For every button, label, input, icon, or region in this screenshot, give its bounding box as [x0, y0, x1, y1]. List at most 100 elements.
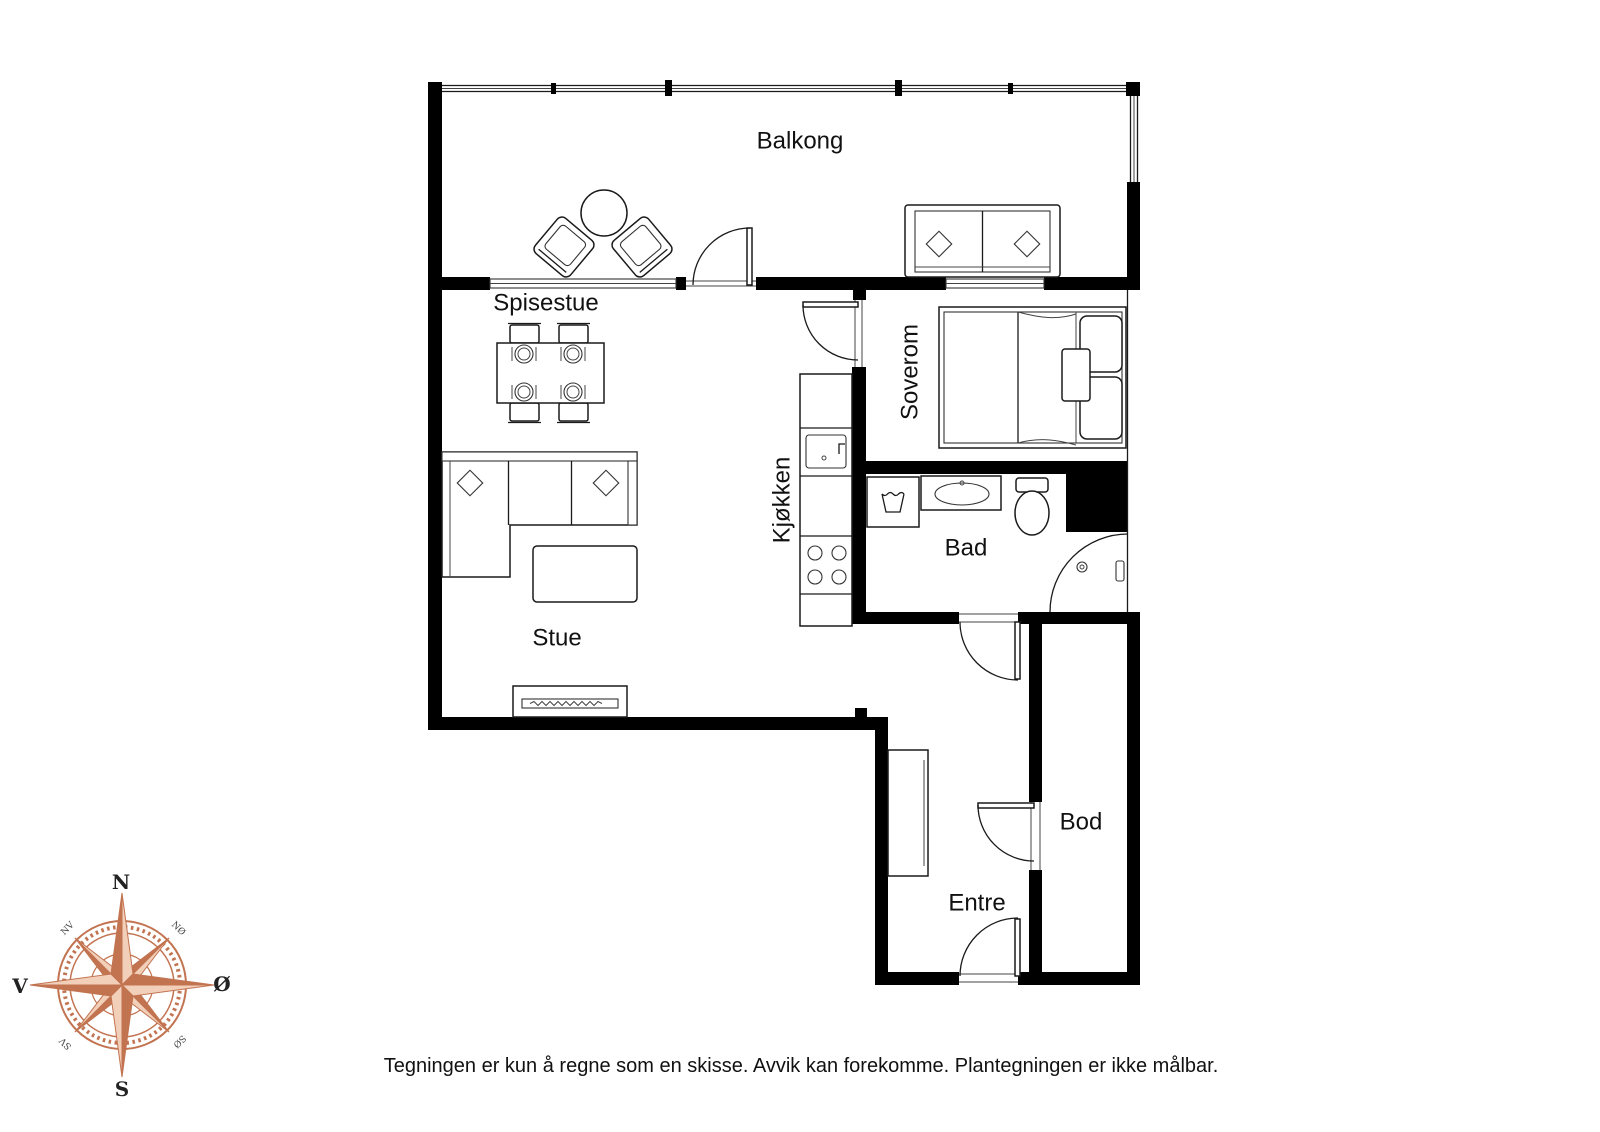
balcony-railing — [442, 80, 1139, 182]
entre-wardrobe — [887, 749, 929, 877]
door-leaf — [1014, 621, 1021, 680]
balcony-round-table — [580, 189, 628, 237]
sofa-pillow — [925, 230, 953, 258]
compass-label-southwest: SV — [58, 1035, 74, 1051]
railing-post — [1008, 83, 1013, 94]
room-label-entre: Entre — [948, 890, 1005, 917]
windows — [489, 278, 1045, 289]
stove — [807, 545, 847, 585]
sofa-armrest — [627, 460, 638, 526]
chair-seat — [558, 402, 589, 422]
chair-seat — [509, 324, 540, 344]
sofa-pillow — [592, 469, 620, 497]
chair-seat — [558, 324, 589, 344]
chair-seat — [509, 402, 540, 422]
chair-back — [538, 248, 567, 273]
wall-bathroom-bottom-left — [852, 612, 959, 624]
door-leaf — [1014, 918, 1021, 977]
sink-faucet — [959, 480, 965, 486]
dining-chair — [557, 402, 590, 424]
compass-point-e — [120, 973, 215, 986]
wall-living-bottom — [428, 717, 888, 730]
wardrobe — [887, 749, 929, 877]
footer-disclaimer: Tegningen er kun å regne som en skisse. … — [384, 1055, 1219, 1077]
door-bathroom — [959, 613, 1021, 681]
coffee-table — [532, 545, 638, 603]
compass-point-e — [120, 984, 215, 997]
sofa-pillow — [456, 469, 484, 497]
door-leaf — [746, 227, 753, 286]
washing-machine-body — [866, 476, 920, 528]
wall-bedroom-left-stub — [853, 288, 866, 300]
kitchen-sink — [805, 434, 847, 469]
wall-column — [855, 708, 867, 720]
double-bed — [938, 306, 1127, 449]
wall-entre-bottom-left — [875, 972, 959, 985]
toilet — [1014, 477, 1050, 536]
room-label-spisestue: Spisestue — [493, 290, 598, 317]
toilet-tank — [1015, 477, 1049, 493]
doors — [686, 227, 1041, 983]
shower-screen — [1049, 533, 1129, 613]
compass-label-northeast: NØ — [169, 919, 188, 938]
compass-rose-icon: N S V Ø NV NØ SØ SV — [11, 870, 230, 1101]
door-swing-arc — [802, 304, 859, 361]
door-swing-arc — [959, 621, 1019, 681]
wall-bedroom-kitchen — [852, 367, 866, 624]
wall-balcony-right-segment — [1044, 277, 1140, 290]
room-label-stue: Stue — [532, 625, 581, 652]
wall-left-outer — [428, 82, 442, 730]
shower-drain-inner — [1079, 564, 1085, 570]
compass-label-north: N — [112, 870, 130, 894]
walls — [428, 82, 1140, 985]
door-swing-arc — [959, 917, 1019, 977]
plate-inner — [566, 347, 580, 361]
plate-inner — [566, 385, 580, 399]
wall-bod-left-upper — [1029, 612, 1042, 802]
compass-label-south: S — [115, 1077, 129, 1101]
bathroom-sink — [920, 475, 1002, 511]
shower-tap — [1115, 560, 1125, 582]
compass-point-s — [110, 983, 123, 1078]
toilet-bowl — [1014, 490, 1050, 536]
living-room-furniture — [441, 451, 638, 718]
room-label-bad: Bad — [945, 535, 988, 562]
compass-label-east: Ø — [213, 972, 230, 996]
compass-label-west: V — [11, 974, 28, 998]
compass-point-n — [110, 892, 123, 987]
counter-outline — [799, 373, 853, 627]
sofa-pillow — [1013, 230, 1041, 258]
wall-right-balcony — [1127, 182, 1140, 290]
wall-entre-left — [875, 717, 888, 985]
railing-post — [895, 80, 902, 96]
room-labels: Balkong Spisestue Soverom Kjøkken Bad St… — [493, 128, 1102, 917]
sink-faucet — [838, 443, 845, 454]
compass-label-southeast: SØ — [171, 1033, 188, 1050]
door-swing-arc — [977, 804, 1035, 862]
wall-bod-left-lower — [1029, 870, 1042, 985]
bathroom-fixtures — [866, 475, 1129, 613]
railing-post — [551, 83, 556, 94]
stove-burner — [807, 569, 823, 585]
door-leaf — [802, 301, 859, 308]
balcony-furniture — [533, 189, 1061, 278]
room-label-kjokken: Kjøkken — [769, 457, 796, 544]
plate-inner — [517, 385, 531, 399]
door-balcony — [686, 227, 756, 287]
chair-seat — [619, 224, 662, 267]
dining-chair — [508, 322, 541, 344]
dining-table — [496, 342, 605, 404]
sofa-backrest — [441, 451, 638, 462]
door-swing-arc — [692, 227, 751, 286]
stove-burner — [831, 569, 847, 585]
sink-basin — [934, 482, 990, 506]
corner-sofa — [441, 451, 638, 578]
compass-point-w — [29, 973, 124, 986]
door-front — [959, 917, 1021, 983]
stove-burner — [807, 545, 823, 561]
door-leaf — [977, 802, 1035, 809]
balcony-chair-right — [611, 216, 673, 278]
dining-chair — [508, 402, 541, 424]
tv-detail — [529, 700, 603, 707]
plate-inner — [517, 347, 531, 361]
